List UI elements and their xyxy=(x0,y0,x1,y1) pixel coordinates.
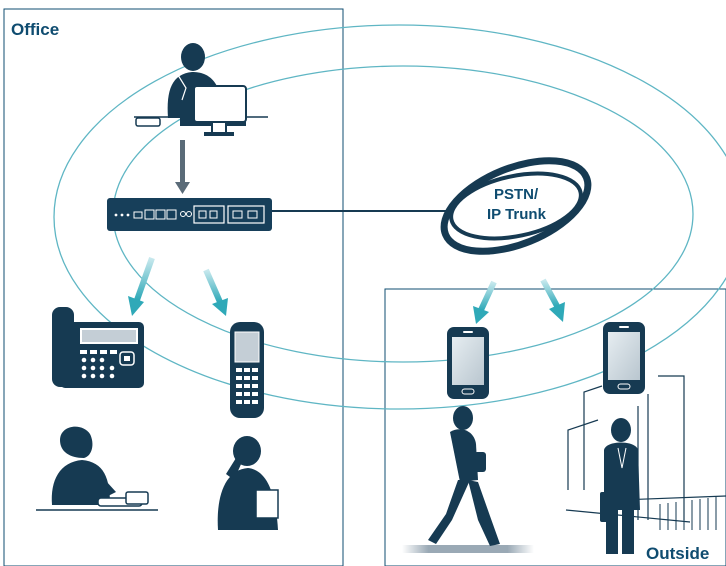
dect-handset-icon xyxy=(230,322,264,418)
office-label: Office xyxy=(11,20,60,39)
seated-woman-on-phone-icon xyxy=(36,426,158,511)
outside-label: Outside xyxy=(646,544,710,563)
pstn-label: PSTN/ xyxy=(494,186,539,203)
trunk-to-phone1-arrow xyxy=(473,280,497,324)
outer-coverage-ring xyxy=(53,24,726,410)
pstn-ip-trunk-cloud-icon: PSTN/ IP Trunk xyxy=(440,157,592,255)
office-frame xyxy=(3,8,344,566)
desk-phone-icon xyxy=(52,307,144,388)
walking-woman-icon xyxy=(402,406,534,553)
pbx-to-handset-arrow xyxy=(203,268,228,316)
ip-trunk-label: IP Trunk xyxy=(487,206,547,223)
worker-to-pbx-arrow xyxy=(175,140,190,194)
smartphone-icon xyxy=(447,327,489,399)
outside-frame xyxy=(384,288,726,566)
trunk-to-phone2-arrow xyxy=(540,278,565,322)
woman-with-clipboard-icon xyxy=(217,436,279,530)
office-worker-at-desk-icon xyxy=(134,43,268,136)
businessman-outdoors-icon xyxy=(600,418,640,554)
smartphone-icon xyxy=(603,322,645,394)
cityscape-background xyxy=(565,375,726,530)
pbx-to-deskphone-arrow xyxy=(128,256,155,316)
pbx-unit-icon xyxy=(107,198,272,231)
